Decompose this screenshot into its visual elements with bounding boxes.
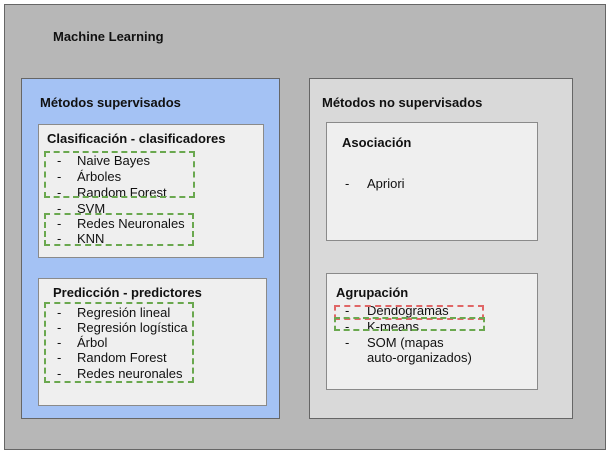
list-item: Redes neuronales bbox=[77, 366, 183, 381]
list-item: Apriori bbox=[367, 176, 405, 191]
clustering-card bbox=[326, 273, 538, 390]
prediction-title: Predicción - predictores bbox=[53, 285, 202, 300]
bullet: - bbox=[57, 350, 62, 365]
list-item: Regresión logística bbox=[77, 320, 188, 335]
green-highlight-group bbox=[44, 151, 195, 198]
association-title: Asociación bbox=[342, 135, 412, 150]
supervised-title: Métodos supervisados bbox=[40, 95, 181, 110]
bullet: - bbox=[57, 169, 62, 184]
classification-card bbox=[38, 124, 264, 258]
bullet: - bbox=[57, 305, 62, 320]
list-item: Árbol bbox=[77, 335, 108, 350]
list-item: Regresión lineal bbox=[77, 305, 171, 320]
bullet: - bbox=[57, 320, 62, 335]
bullet: - bbox=[345, 176, 350, 191]
prediction-card bbox=[38, 278, 267, 406]
list-item: Random Forest bbox=[77, 350, 167, 365]
association-card bbox=[326, 122, 538, 241]
list-item: Redes Neuronales bbox=[77, 216, 185, 231]
bullet: - bbox=[345, 319, 350, 334]
list-item: SVM bbox=[77, 201, 106, 216]
unsupervised-title: Métodos no supervisados bbox=[322, 95, 483, 110]
bullet: - bbox=[345, 303, 350, 318]
bullet: - bbox=[345, 335, 350, 350]
green-highlight-group bbox=[334, 317, 485, 331]
list-item: KNN bbox=[77, 231, 105, 246]
classification-title: Clasificación - clasificadores bbox=[47, 131, 226, 146]
red-highlight-group bbox=[334, 305, 484, 320]
bullet: - bbox=[57, 185, 62, 200]
bullet: - bbox=[57, 335, 62, 350]
bullet: - bbox=[57, 231, 62, 246]
bullet: - bbox=[57, 216, 62, 231]
list-item: Naive Bayes bbox=[77, 153, 150, 168]
green-highlight-group bbox=[44, 302, 194, 383]
bullet: - bbox=[57, 201, 62, 216]
diagram-title: Machine Learning bbox=[53, 29, 164, 44]
bullet: - bbox=[57, 153, 62, 168]
list-item: SOM (mapas bbox=[367, 335, 444, 350]
list-item: Árboles bbox=[77, 169, 122, 184]
bullet: - bbox=[57, 366, 62, 381]
list-item-continuation: auto-organizados) bbox=[367, 350, 472, 365]
clustering-title: Agrupación bbox=[336, 285, 409, 300]
green-highlight-group bbox=[44, 213, 194, 246]
